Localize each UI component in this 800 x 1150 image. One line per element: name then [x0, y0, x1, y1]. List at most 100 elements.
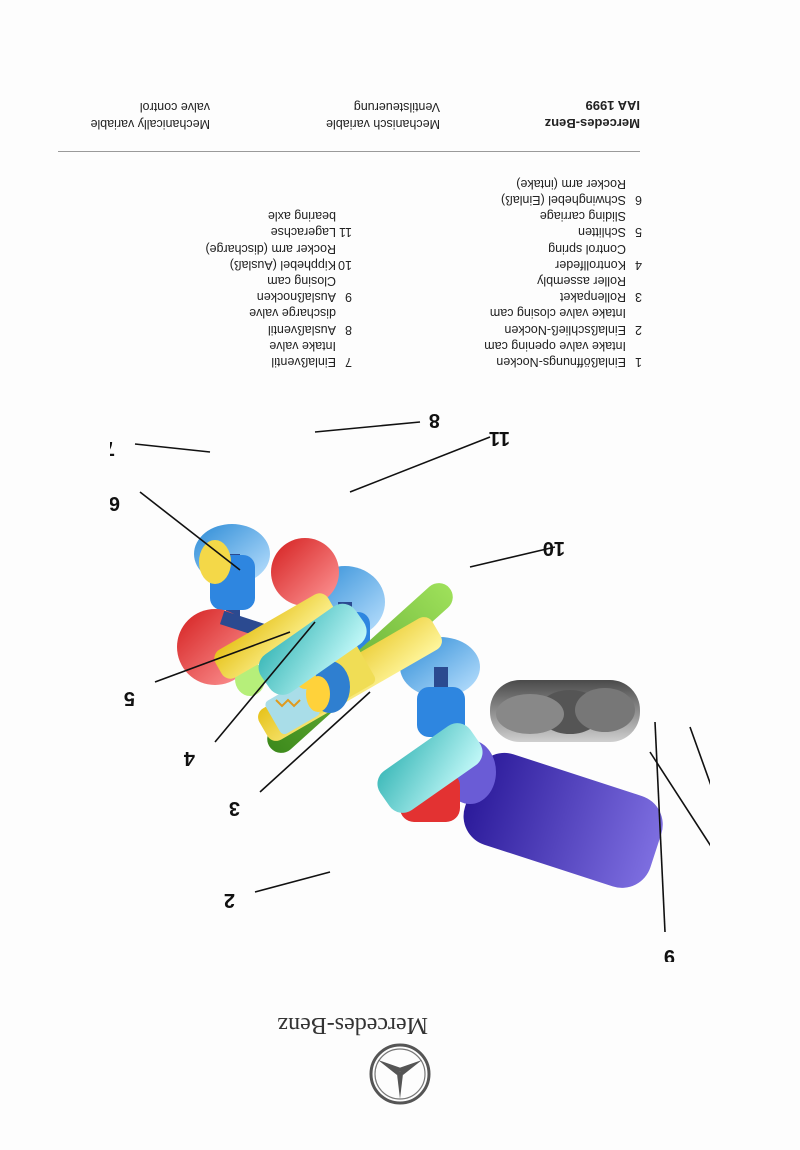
event-name: IAA 1999	[585, 98, 640, 113]
callout-label-6: 6	[110, 492, 120, 514]
legend-text: Closing cam	[267, 273, 336, 288]
header-brand: Mercedes-Benz IAA 1999	[545, 96, 640, 132]
callout-leader-line	[134, 443, 211, 453]
callout-label-11: 11	[489, 427, 510, 449]
legend-number: 3	[635, 290, 642, 305]
legend-number	[626, 240, 642, 256]
callout-6: 6	[110, 491, 241, 571]
callout-1: 1	[649, 726, 710, 923]
legend-number	[626, 176, 642, 192]
legend-item-10-en: Rocker arm (discharge)	[205, 240, 352, 256]
legend-item-6-en: Rocker arm (intake)	[484, 176, 642, 192]
legend-text: Roller assembly	[537, 273, 626, 288]
legend-number: 9	[345, 290, 352, 305]
legend-number	[626, 305, 642, 321]
legend-text: Rocker arm (intake)	[516, 176, 626, 191]
legend-number: 1	[635, 355, 642, 369]
legend-item-4-en: Control spring	[484, 240, 642, 256]
brand-name: Mercedes-Benz	[544, 116, 640, 131]
legend-number: 7	[345, 355, 352, 369]
legend-text: Control spring	[548, 241, 626, 256]
callout-11: 11	[349, 427, 510, 493]
callout-layer: 1 2 3 4 5 6 7 8 9 10 11	[110, 409, 710, 962]
legend-text: Auslaßnocken	[256, 290, 336, 305]
callout-leader-line	[314, 421, 421, 433]
callout-label-4: 4	[183, 747, 195, 769]
callout-leader-line	[214, 621, 316, 743]
legend-text: Schlitten	[578, 225, 626, 240]
legend-item-6-de: 6 Schwinghebel (Einlaß)	[484, 192, 642, 208]
legend-item-8-de: 8 Auslaßventil	[205, 321, 352, 337]
legend-text: Intake valve closing cam	[489, 306, 626, 321]
legend-text: Einlaßventil	[271, 355, 336, 369]
control-spring	[275, 698, 301, 708]
callout-leader-line	[469, 546, 556, 568]
legend-item-7-en: Intake valve	[205, 338, 352, 354]
legend-text: Intake valve	[269, 338, 336, 353]
mercedes-star-icon	[369, 1043, 431, 1105]
legend-text: Rollenpaket	[559, 290, 626, 305]
callout-leader-line	[654, 721, 666, 933]
legend-number	[626, 273, 642, 289]
legend-number: 5	[635, 225, 642, 240]
legend-number: 6	[635, 192, 642, 207]
callout-9: 9	[654, 721, 675, 962]
legend-number	[626, 208, 642, 224]
legend-item-9-en: Closing cam	[205, 273, 352, 289]
legend-text: discharge valve	[249, 306, 336, 321]
callout-leader-line	[254, 871, 331, 893]
callout-label-2: 2	[224, 889, 235, 911]
callout-3: 3	[229, 691, 371, 819]
callout-5: 5	[124, 631, 291, 709]
discharge-rocker-arm	[258, 603, 483, 813]
legend-number	[336, 240, 352, 256]
legend-item-5-en: Sliding carriage	[484, 208, 642, 224]
callout-label-8: 8	[429, 409, 440, 431]
callout-leader-line	[689, 726, 710, 923]
legend-item-5-de: 5 Schlitten	[484, 224, 642, 240]
callout-label-10: 10	[543, 537, 565, 559]
legend-text: Schwinghebel (Einlaß)	[500, 192, 626, 207]
legend-item-2-en: Intake valve closing cam	[484, 305, 642, 321]
legend-number: 10	[338, 257, 352, 272]
legend-item-1-en: Intake valve opening cam	[484, 338, 642, 354]
footer-wordmark: Mercedes-Benz	[277, 1012, 428, 1038]
legend-text: Kipphebel (Auslaß)	[229, 257, 336, 272]
legend-number	[336, 208, 352, 224]
german-title-line2: Ventilsteuerung	[353, 100, 440, 114]
legend-number	[336, 338, 352, 354]
callout-leader-line	[154, 631, 291, 683]
legend-text: Sliding carriage	[539, 209, 626, 224]
legend-number	[626, 338, 642, 354]
legend-item-11-en: bearing axle	[205, 208, 352, 224]
callout-label-9: 9	[664, 945, 675, 962]
valve-train-diagram: 1 2 3 4 5 6 7 8 9 10 11	[110, 409, 710, 962]
legend-item-7-de: 7 Einlaßventil	[205, 354, 352, 370]
legend-number: 2	[635, 322, 642, 337]
callout-7: 7	[110, 437, 211, 459]
callout-8: 8	[314, 409, 440, 433]
legend-text: Auslaßventil	[267, 322, 336, 337]
legend-number	[336, 305, 352, 321]
header-english-title: Mechanically variable valve control	[90, 98, 210, 132]
legend-item-8-en: discharge valve	[205, 305, 352, 321]
legend-text: Lagerachse	[270, 225, 336, 240]
legend-number: 8	[345, 322, 352, 337]
legend-text: Rocker arm (discharge)	[205, 241, 336, 256]
legend-text: Kontrollfeder	[555, 257, 626, 272]
callout-leader-line	[349, 436, 491, 493]
callout-leader-line	[139, 491, 241, 571]
english-title-line1: Mechanically variable	[90, 117, 210, 131]
legend-item-3-de: 3 Rollenpaket	[484, 289, 642, 305]
legend-item-1-de: 1 Einlaßöffnungs-Nocken	[484, 354, 642, 370]
english-title-line2: valve control	[139, 100, 210, 114]
callout-label-5: 5	[124, 687, 135, 709]
legend-text: bearing axle	[267, 209, 336, 224]
legend-text: Einlaßöffnungs-Nocken	[496, 355, 626, 369]
